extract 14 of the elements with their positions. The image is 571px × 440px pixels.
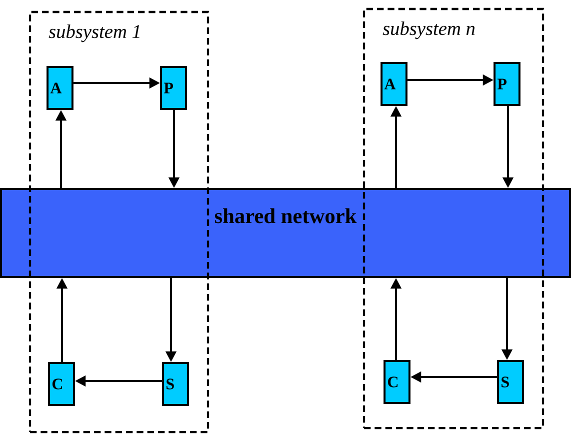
process-box: P [494, 62, 520, 106]
dashed-frame [362, 8, 544, 430]
frame-title: subsystem n [382, 22, 475, 40]
dashed-frame [28, 10, 210, 434]
band-label: shared network [214, 208, 357, 224]
process-box: S [162, 362, 189, 406]
process-box: C [384, 360, 410, 404]
network-band [0, 188, 571, 278]
process-box: C [48, 362, 75, 406]
process-box: A [380, 62, 408, 106]
frame-title: subsystem 1 [48, 24, 140, 42]
process-box: A [46, 66, 74, 110]
process-box: S [497, 360, 524, 404]
process-box: P [160, 66, 187, 110]
